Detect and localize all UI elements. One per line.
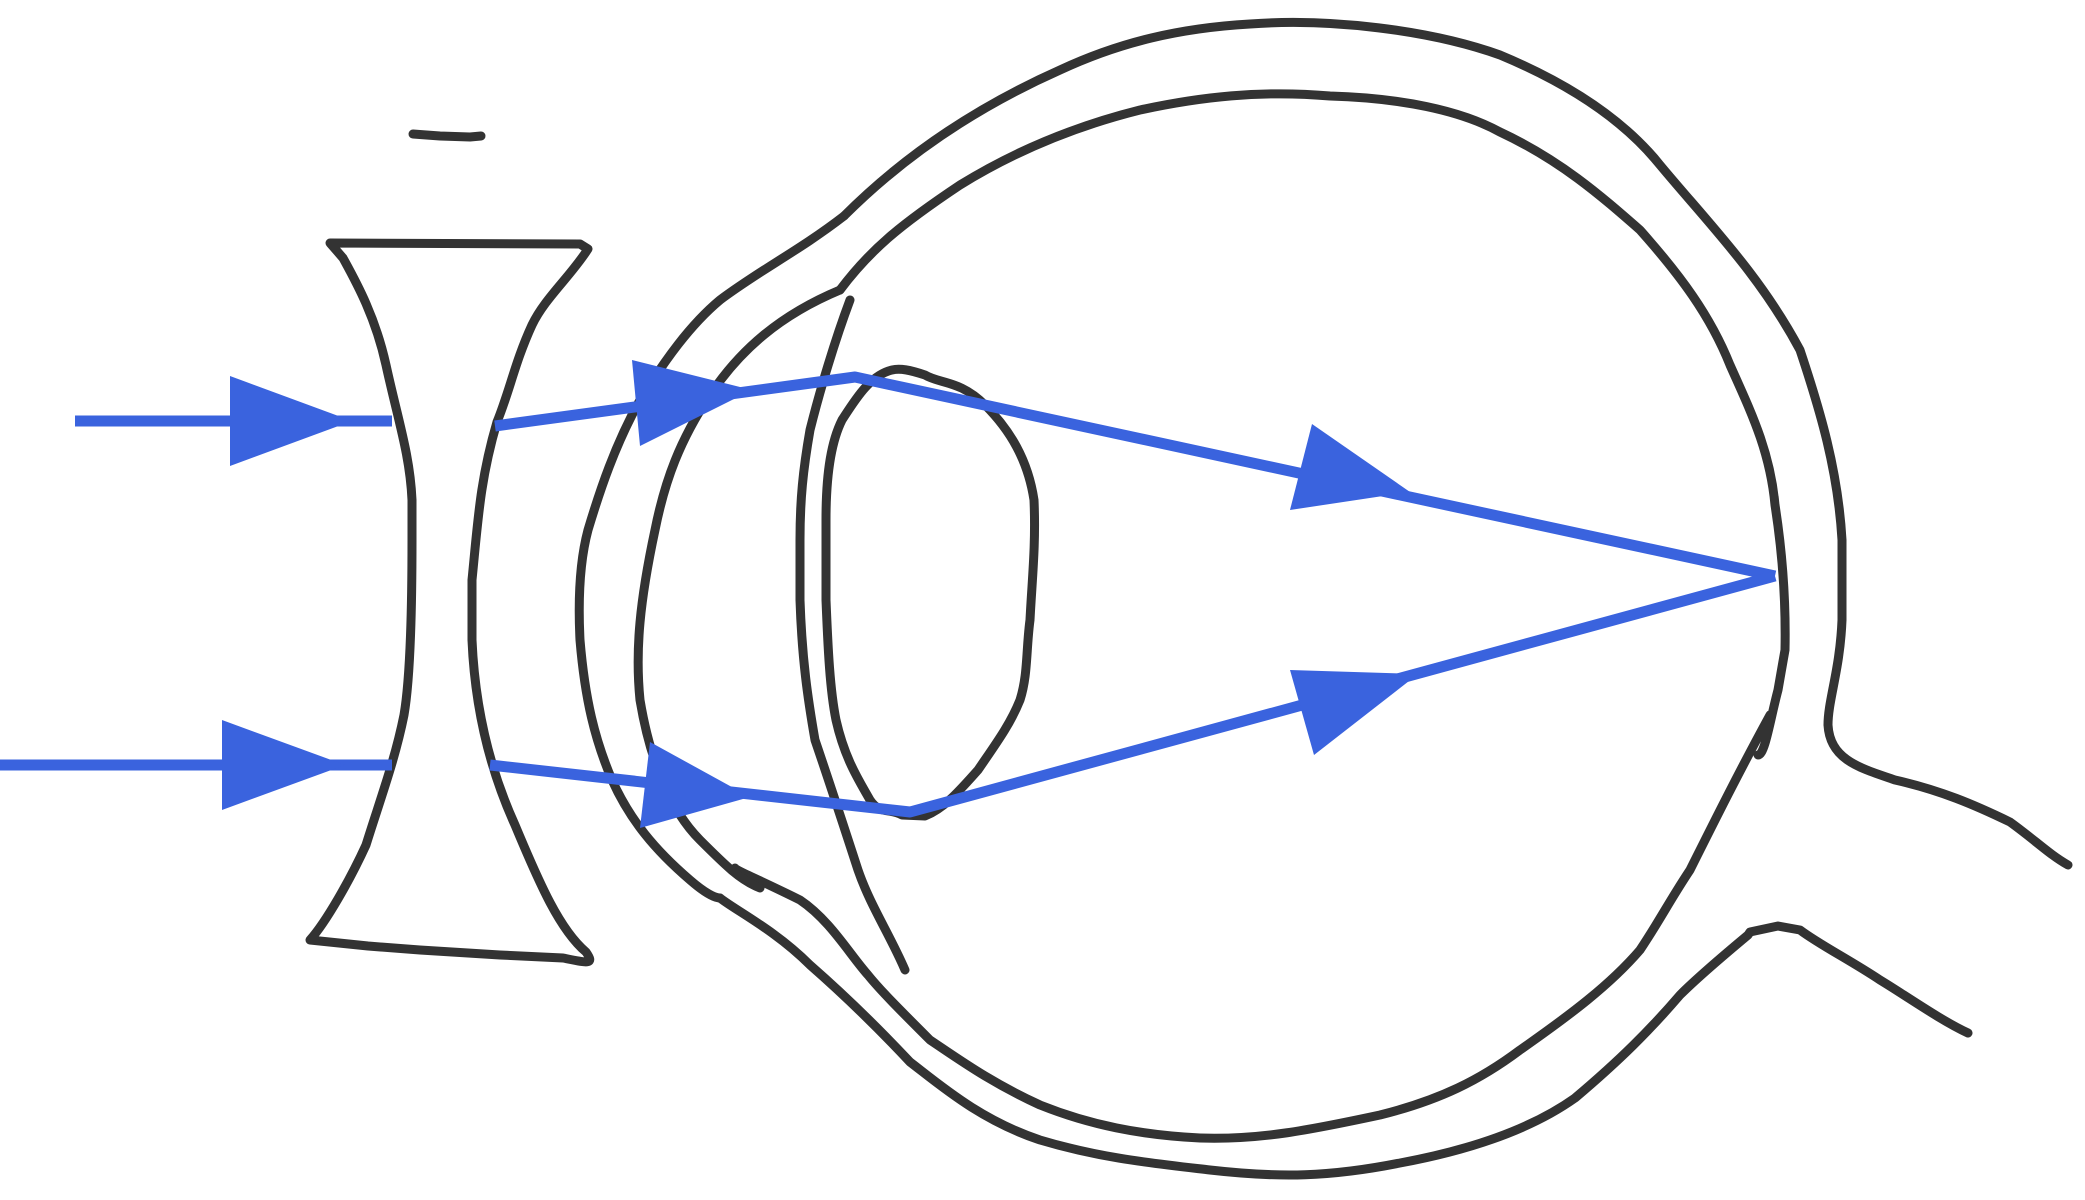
sclera-outer-lower <box>715 893 1973 1180</box>
upper-ray <box>75 360 1777 582</box>
lower-ray-arrow-3 <box>1290 670 1418 755</box>
sclera-outer <box>839 17 2073 870</box>
upper-ray-arrow-1 <box>230 376 352 466</box>
retina-inner <box>730 89 1790 1143</box>
lower-ray-diverged <box>489 570 1777 818</box>
concave-lens <box>305 238 595 967</box>
cornea <box>574 211 849 903</box>
lower-ray <box>0 570 1777 828</box>
upper-ray-diverged <box>494 371 1777 582</box>
upper-ray-arrow-3 <box>1290 424 1410 510</box>
minus-sign <box>408 129 486 142</box>
iris <box>795 295 910 975</box>
upper-ray-arrow-2 <box>632 360 752 446</box>
lower-ray-arrow-1 <box>222 720 345 810</box>
crystalline-lens <box>821 364 1040 821</box>
lower-ray-arrow-2 <box>640 742 750 828</box>
anterior-chamber-edge <box>633 285 845 893</box>
